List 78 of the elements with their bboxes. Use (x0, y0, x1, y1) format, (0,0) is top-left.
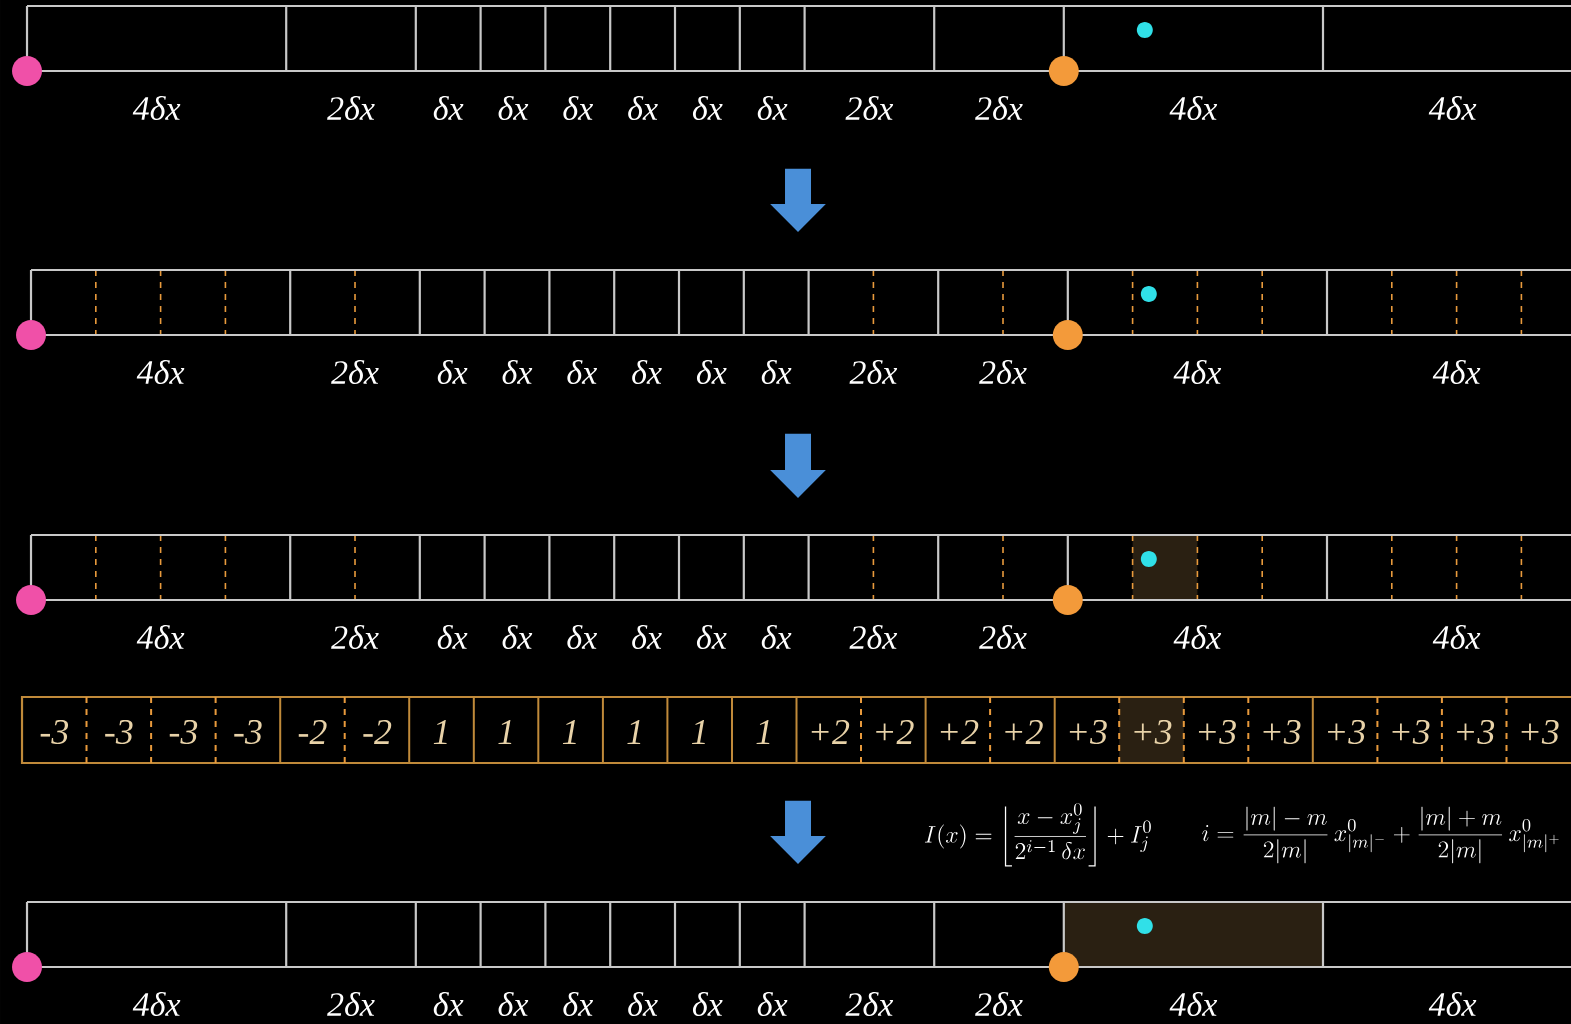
width-label: δx (757, 95, 788, 121)
width-label: 4δx (1169, 95, 1218, 121)
width-label: δx (563, 991, 593, 1017)
width-label: 4δx (1169, 991, 1218, 1017)
width-label: δx (692, 991, 723, 1017)
index-value: 1 (562, 720, 576, 744)
index-value: 1 (692, 720, 705, 744)
width-label: 4δx (1432, 359, 1481, 385)
width-label: δx (632, 359, 662, 385)
width-label: δx (437, 624, 468, 650)
index-value: +3 (1457, 719, 1495, 745)
width-label: 4δx (1173, 624, 1222, 650)
index-value: 1 (627, 720, 641, 744)
width-label: 4δx (136, 359, 185, 385)
width-label: δx (498, 95, 529, 121)
width-label: 2δx (849, 624, 898, 650)
width-label: 2δx (845, 95, 894, 121)
index-value: -3 (234, 719, 262, 745)
index-value: +3 (1069, 719, 1107, 745)
width-label: δx (433, 991, 464, 1017)
index-value: +3 (1263, 719, 1301, 745)
index-value: +2 (940, 720, 979, 744)
width-label: δx (696, 359, 727, 385)
width-label: 4δx (136, 624, 185, 650)
width-label: 2δx (979, 624, 1027, 650)
index-value: +3 (1198, 719, 1236, 745)
width-label: δx (761, 359, 792, 385)
index-value: -2 (363, 720, 392, 744)
width-label: 2δx (845, 991, 894, 1017)
width-label: 4δx (132, 991, 181, 1017)
width-label: δx (757, 991, 788, 1017)
width-label: 4δx (1428, 95, 1477, 121)
width-label: δx (696, 624, 727, 650)
formula: $i=\frac{|m|-m}{2|m|}\,x^0_{|m|^-}+\frac{|m|+m}{2|m|}\,x^0_{|m|^+}$ (1202, 806, 1559, 864)
width-label: 2δx (849, 359, 898, 385)
width-label: δx (437, 359, 468, 385)
index-value: 1 (756, 720, 770, 744)
width-label: δx (761, 624, 792, 650)
width-label: 2δx (331, 359, 379, 385)
width-label: 4δx (1432, 624, 1481, 650)
width-label: 4δx (1428, 991, 1477, 1017)
width-label: δx (692, 95, 723, 121)
grid-bar (25, 900, 1571, 969)
index-value: +3 (1328, 719, 1365, 745)
index-value: +2 (876, 720, 914, 744)
index-value: 1 (433, 720, 447, 744)
grid-bar (29, 533, 1571, 602)
index-value: 1 (498, 720, 512, 744)
width-label: 2δx (979, 359, 1027, 385)
width-label: δx (433, 95, 464, 121)
width-label: δx (628, 95, 658, 121)
index-value: -3 (40, 719, 69, 745)
index-value: -3 (169, 719, 198, 745)
index-value: -2 (298, 720, 327, 744)
width-label: δx (567, 359, 597, 385)
width-label: δx (628, 991, 658, 1017)
formula: $I(x)=\left\lfloor\frac{x-x_j^0}{2^{i-1}\,\delta x}\right\rfloor+I_j^0$ (924, 803, 1151, 867)
width-label: 2δx (327, 991, 375, 1017)
width-label: δx (563, 95, 593, 121)
width-label: δx (498, 991, 529, 1017)
width-label: δx (502, 359, 533, 385)
width-label: 4δx (132, 95, 181, 121)
grid-bar (29, 268, 1571, 337)
width-label: 2δx (331, 624, 379, 650)
width-label: 2δx (975, 95, 1023, 121)
index-value: +3 (1392, 719, 1430, 745)
index-value: +2 (1005, 720, 1043, 744)
index-value: +2 (811, 720, 850, 744)
width-label: 4δx (1173, 359, 1222, 385)
index-value: -3 (105, 719, 133, 745)
index-value: +3 (1134, 719, 1172, 745)
width-label: 2δx (975, 991, 1023, 1017)
grid-bar (25, 4, 1571, 73)
index-value: +3 (1521, 719, 1559, 745)
width-label: 2δx (327, 95, 375, 121)
width-label: δx (632, 624, 662, 650)
width-label: δx (502, 624, 533, 650)
width-label: δx (567, 624, 597, 650)
